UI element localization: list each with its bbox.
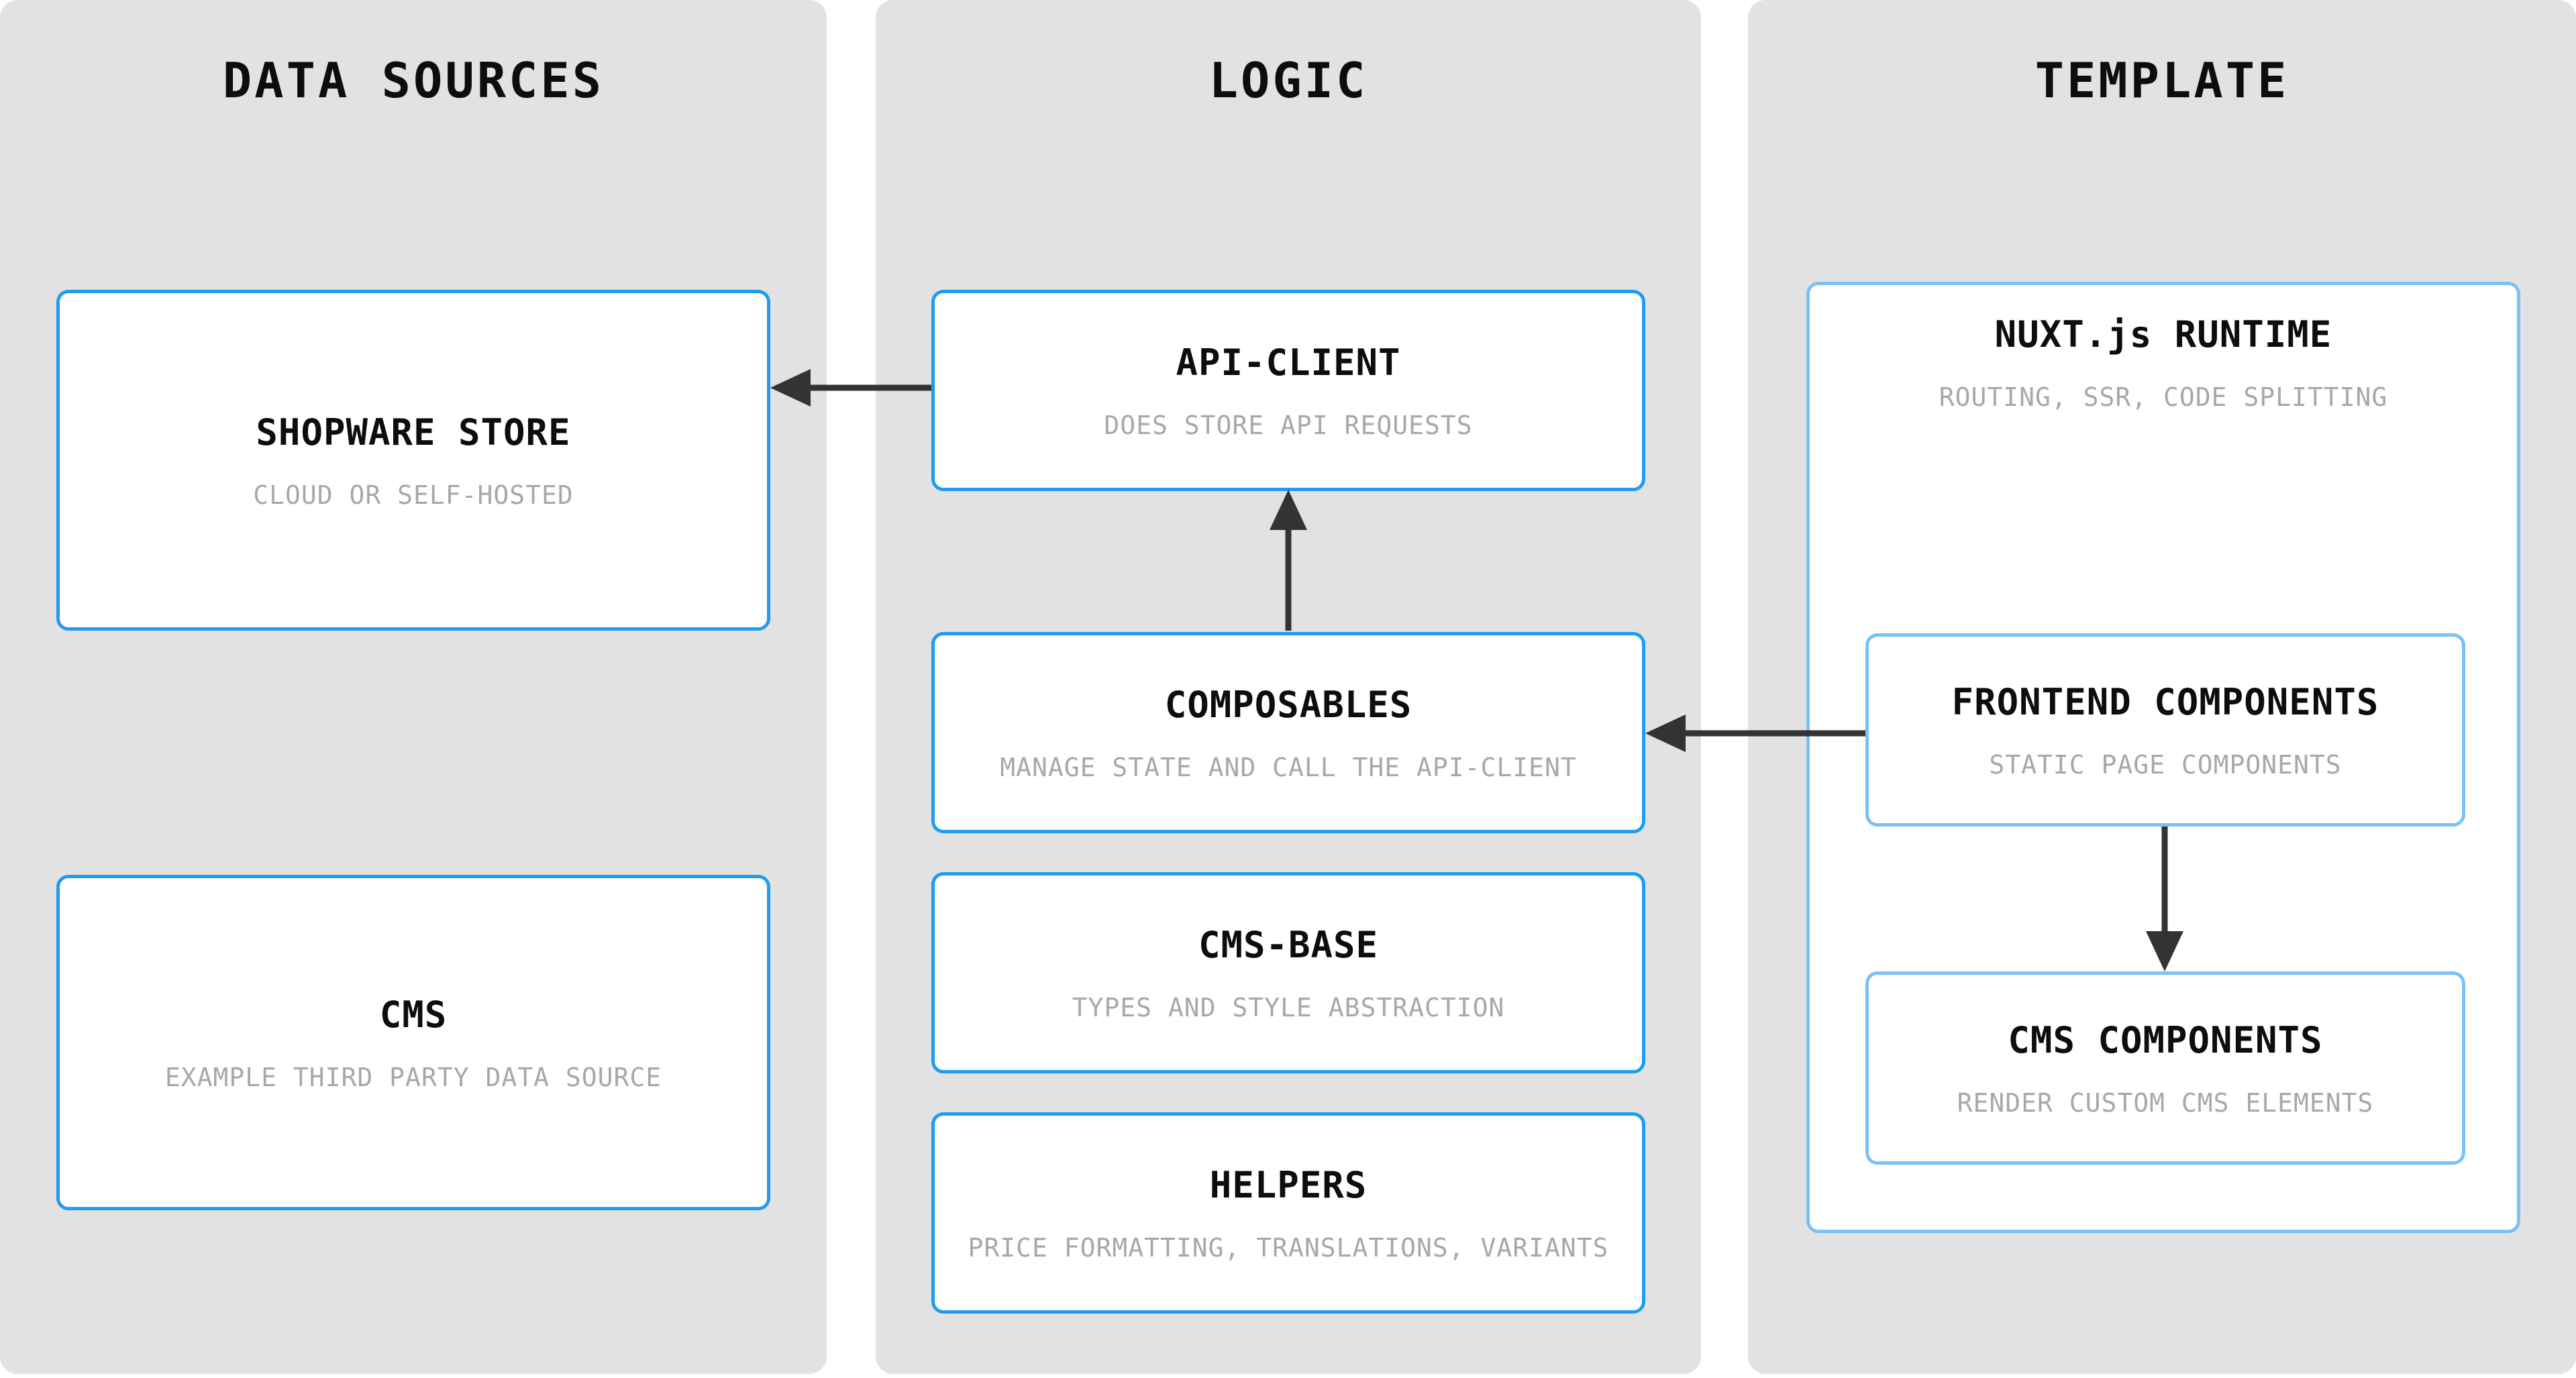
node-title-shopware-store: SHOPWARE STORE [256,411,571,454]
node-composables[interactable]: COMPOSABLES MANAGE STATE AND CALL THE AP… [931,632,1645,833]
node-title-api-client: API-CLIENT [1176,341,1401,384]
node-subtitle-cms-base: TYPES AND STYLE ABSTRACTION [1072,992,1505,1022]
node-cms[interactable]: CMS EXAMPLE THIRD PARTY DATA SOURCE [56,875,770,1210]
node-subtitle-frontend-components: STATIC PAGE COMPONENTS [1989,749,2342,780]
node-title-composables: COMPOSABLES [1164,683,1412,726]
node-subtitle-composables: MANAGE STATE AND CALL THE API-CLIENT [1000,752,1577,782]
node-shopware-store[interactable]: SHOPWARE STORE CLOUD OR SELF-HOSTED [56,290,770,631]
node-title-cms-base: CMS-BASE [1198,923,1379,966]
node-subtitle-cms-components: RENDER CUSTOM CMS ELEMENTS [1957,1088,2374,1118]
node-title-nuxt-runtime: NUXT.js RUNTIME [1994,313,2332,356]
node-title-frontend-components: FRONTEND COMPONENTS [1951,680,2379,723]
node-subtitle-shopware-store: CLOUD OR SELF-HOSTED [253,480,574,510]
node-api-client[interactable]: API-CLIENT DOES STORE API REQUESTS [931,290,1645,491]
node-subtitle-nuxt-runtime: ROUTING, SSR, CODE SPLITTING [1939,382,2388,412]
node-subtitle-helpers: PRICE FORMATTING, TRANSLATIONS, VARIANTS [968,1232,1609,1263]
node-cms-base[interactable]: CMS-BASE TYPES AND STYLE ABSTRACTION [931,872,1645,1073]
node-subtitle-cms: EXAMPLE THIRD PARTY DATA SOURCE [164,1062,662,1092]
column-title-logic: LOGIC [1208,52,1368,109]
node-cms-components[interactable]: CMS COMPONENTS RENDER CUSTOM CMS ELEMENT… [1865,971,2465,1165]
node-subtitle-api-client: DOES STORE API REQUESTS [1104,410,1473,440]
column-title-data-sources: DATA SOURCES [222,52,605,109]
node-title-cms-components: CMS COMPONENTS [2008,1018,2323,1061]
column-title-template: TEMPLATE [2034,52,2289,109]
node-title-cms: CMS [379,993,448,1036]
node-frontend-components[interactable]: FRONTEND COMPONENTS STATIC PAGE COMPONEN… [1865,633,2465,827]
node-helpers[interactable]: HELPERS PRICE FORMATTING, TRANSLATIONS, … [931,1112,1645,1314]
node-title-helpers: HELPERS [1209,1163,1368,1206]
